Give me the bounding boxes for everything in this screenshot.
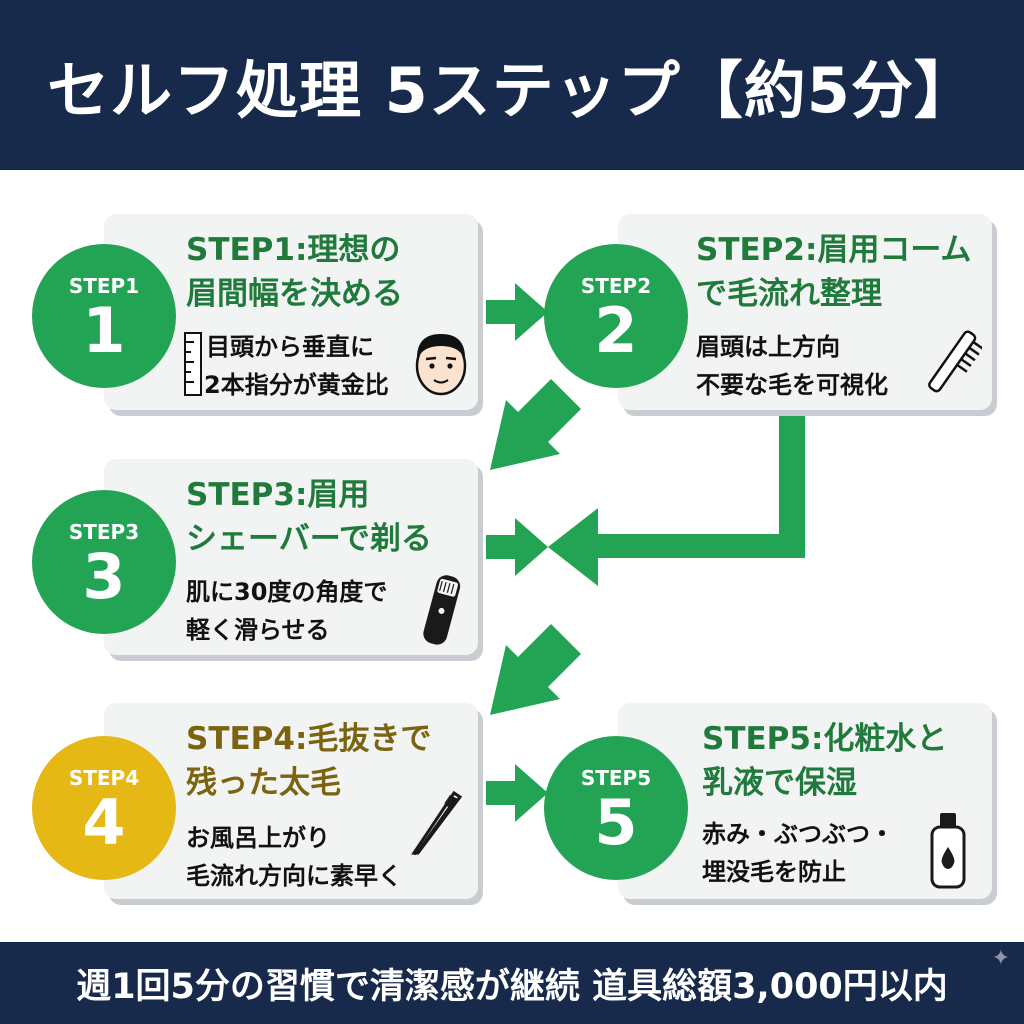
step5-body-line2: 埋没毛を防止: [702, 858, 846, 886]
step4-badge: STEP4 4: [32, 736, 176, 880]
page-title: セルフ処理 5ステップ【約5分】: [47, 54, 977, 127]
step1-title-line1: STEP1:理想の: [186, 232, 401, 268]
shaver-icon: [423, 575, 461, 645]
step2-title-line1: STEP2:眉用コーム: [696, 232, 972, 268]
step3-badge: STEP3 3: [32, 490, 176, 634]
tweezers-icon: [410, 790, 463, 855]
step5-title-line2: 乳液で保湿: [702, 765, 857, 801]
sparkle-icon: ✦: [991, 946, 1010, 971]
step5-body-line1: 赤み・ぶつぶつ・: [702, 820, 894, 848]
step4-title-line2: 残った太毛: [186, 765, 341, 801]
arrow-step4-to-step5: [486, 764, 548, 822]
step5-badge-number: 5: [594, 786, 638, 859]
arrow-step2-to-step3: [490, 379, 581, 470]
header-banner: セルフ処理 5ステップ【約5分】: [0, 0, 1024, 170]
step2-title-line2: で毛流れ整理: [696, 276, 882, 312]
step3-body-line1: 肌に30度の角度で: [186, 578, 388, 606]
step1-badge: STEP1 1: [32, 244, 176, 388]
face-icon: [415, 334, 467, 396]
step3-badge-label: STEP3: [68, 520, 140, 544]
step5-title-line1: STEP5:化粧水と: [702, 721, 948, 757]
step4-badge-label: STEP4: [68, 766, 140, 790]
step2-body-line2: 不要な毛を可視化: [696, 371, 888, 399]
ruler-icon: [184, 332, 202, 396]
step1-badge-label: STEP1: [68, 274, 140, 298]
step4-body-line2: 毛流れ方向に素早く: [186, 862, 402, 890]
step1-body-line2: 2本指分が黄金比: [204, 371, 389, 399]
step3-title-line2: シェーバーで剃る: [186, 521, 432, 557]
step4-title-line1: STEP4:毛抜きで: [186, 721, 432, 757]
step1-title-line2: 眉間幅を決める: [186, 276, 403, 312]
footer-banner: 週1回5分の習慣で清潔感が継続 道具総額3,000円以内: [0, 942, 1024, 1024]
step4-badge-number: 4: [82, 786, 126, 859]
step2-badge-number: 2: [594, 294, 638, 367]
footer-text: 週1回5分の習慣で清潔感が継続 道具総額3,000円以内: [76, 966, 948, 1007]
arrow-step1-to-step2: [486, 283, 548, 341]
step3-badge-number: 3: [82, 540, 126, 613]
step5-badge: STEP5 5: [544, 736, 688, 880]
lotion-bottle-icon: [930, 813, 966, 889]
step3-body-line2: 軽く滑らせる: [186, 616, 330, 644]
step5-badge-label: STEP5: [580, 766, 652, 790]
step2-badge-label: STEP2: [580, 274, 652, 298]
step2-badge: STEP2 2: [544, 244, 688, 388]
arrow-step3-to-step4: [490, 624, 581, 715]
step1-badge-number: 1: [82, 294, 126, 367]
step1-body-line1: 目頭から垂直に: [206, 333, 374, 361]
step2-body-line1: 眉頭は上方向: [696, 333, 840, 361]
comb-icon: [928, 330, 982, 393]
step4-body-line1: お風呂上がり: [186, 824, 330, 852]
step3-title-line1: STEP3:眉用: [186, 477, 370, 513]
arrow-step3-right: [486, 518, 548, 576]
connector-step2-to-step3: [548, 416, 805, 586]
